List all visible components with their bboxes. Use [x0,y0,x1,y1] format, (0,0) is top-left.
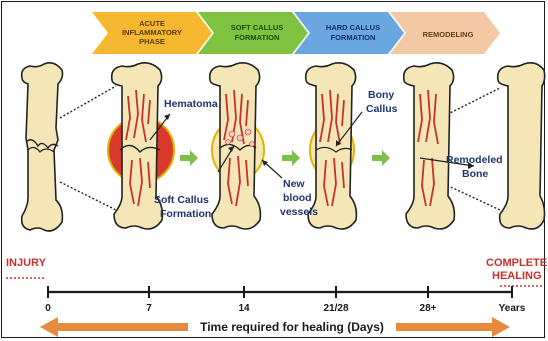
label-soft-callus-1: Soft Callus [154,194,209,206]
timeline: 0 7 14 21/28 28+ Years [45,286,526,314]
label-remodeled-2: Bone [462,168,488,180]
phase-1-label-2: INFLAMMATORY [122,28,182,37]
label-hematoma: Hematoma [164,98,218,110]
phase-1-label: ACUTE [139,19,165,28]
timeline-arrow: Time required for healing (Days) [40,317,510,337]
bone-healed [498,63,545,229]
phase-banner: ACUTE INFLAMMATORY PHASE SOFT CALLUS FOR… [92,12,500,54]
tick-21-28: 21/28 [323,303,348,314]
tick-14: 14 [238,303,250,314]
phase-2-label: SOFT CALLUS [231,23,284,32]
phase-2-label-2: FORMATION [235,33,280,42]
timeline-title: Time required for healing (Days) [200,320,384,334]
label-new-vessels-2: blood [283,192,312,204]
tick-years: Years [499,303,526,314]
bone-soft-callus [210,63,282,229]
bone-remodeling [404,63,474,229]
bone-fractured [22,63,63,231]
bone-hard-callus [306,63,362,229]
phase-1-label-3: PHASE [139,37,165,46]
phase-4-label: REMODELING [423,30,474,39]
label-bony-1: Bony [368,89,394,101]
complete-healing-label-1: COMPLETE [486,257,547,269]
label-soft-callus-2: Formation [160,208,211,220]
label-bony-2: Callus [366,103,398,115]
label-remodeled-1: Remodeled [446,154,503,166]
injury-label: INJURY [6,257,47,269]
phase-3-label: HARD CALLUS [326,23,380,32]
tick-7: 7 [146,303,152,314]
complete-healing-label-2: HEALING [492,270,542,282]
tick-0: 0 [45,303,51,314]
label-new-vessels-3: vessels [280,206,318,218]
phase-3-label-2: FORMATION [331,33,376,42]
tick-28plus: 28+ [420,303,437,314]
label-new-vessels-1: New [283,178,305,190]
